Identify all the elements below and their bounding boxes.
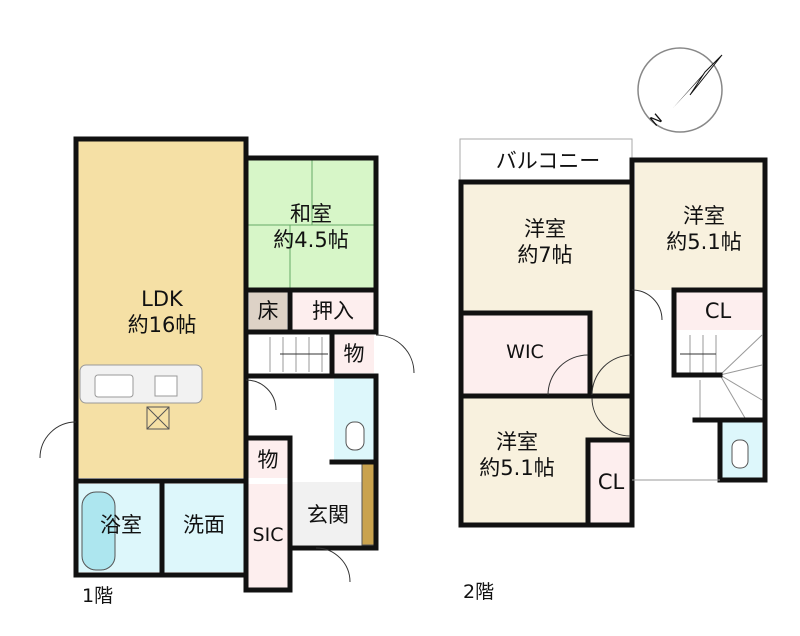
ldk-name: LDK bbox=[141, 286, 183, 311]
room-label-western3: 洋室約5.1帖 bbox=[479, 429, 554, 482]
oshiire-area bbox=[292, 291, 375, 330]
western2-name: 洋室 bbox=[683, 203, 725, 228]
western3-name: 洋室 bbox=[496, 429, 538, 454]
storage2-area bbox=[248, 440, 288, 478]
closet2-area bbox=[590, 440, 630, 524]
closet1-area bbox=[676, 290, 763, 330]
room-label-washroom: 洗面 bbox=[183, 512, 225, 537]
stairs-1f bbox=[269, 337, 328, 372]
room-label-toko: 床 bbox=[257, 298, 279, 323]
western2-area bbox=[635, 160, 763, 290]
stairs-2f bbox=[680, 334, 763, 419]
room-label-washitsu: 和室約4.5帖 bbox=[273, 201, 348, 254]
shoe-box bbox=[361, 461, 376, 546]
room-label-western1: 洋室約7帖 bbox=[517, 216, 572, 269]
room-label-oshiire: 押入 bbox=[312, 298, 354, 323]
washroom-area bbox=[164, 484, 244, 572]
storage1-area bbox=[334, 335, 374, 373]
western1-name: 洋室 bbox=[524, 216, 566, 241]
room-label-storage1: 物 bbox=[343, 341, 365, 366]
bathtub bbox=[81, 491, 116, 571]
room-label-closet1: CL bbox=[704, 298, 732, 323]
toko-area bbox=[249, 291, 287, 330]
room-label-wic: WIC bbox=[506, 341, 544, 364]
entrance-area bbox=[292, 482, 362, 545]
western1-size: 約7帖 bbox=[517, 243, 573, 267]
western2-size: 約5.1帖 bbox=[666, 230, 742, 254]
range-hood-icon bbox=[146, 406, 170, 430]
washitsu-size: 約4.5帖 bbox=[273, 228, 349, 252]
room-label-sic: SIC bbox=[252, 524, 284, 547]
room-label-balcony: バルコニー bbox=[495, 148, 601, 173]
western3-size: 約5.1帖 bbox=[479, 456, 555, 480]
room-label-bath: 浴室 bbox=[100, 512, 142, 537]
wic-area bbox=[462, 314, 588, 396]
floor1-label: 1階 bbox=[82, 585, 114, 607]
room-label-western2: 洋室約5.1帖 bbox=[666, 203, 741, 256]
room-label-closet2: CL bbox=[597, 469, 625, 494]
ldk-size: 約16帖 bbox=[127, 313, 197, 337]
sic-area bbox=[248, 484, 288, 590]
room-label-entrance: 玄関 bbox=[307, 502, 349, 527]
toilet-icon-2f bbox=[731, 439, 749, 469]
room-label-storage2: 物 bbox=[257, 447, 279, 472]
toilet-icon bbox=[345, 421, 365, 451]
washitsu-name: 和室 bbox=[290, 201, 332, 226]
floor2-label: 2階 bbox=[463, 581, 495, 603]
compass-icon bbox=[637, 47, 723, 133]
